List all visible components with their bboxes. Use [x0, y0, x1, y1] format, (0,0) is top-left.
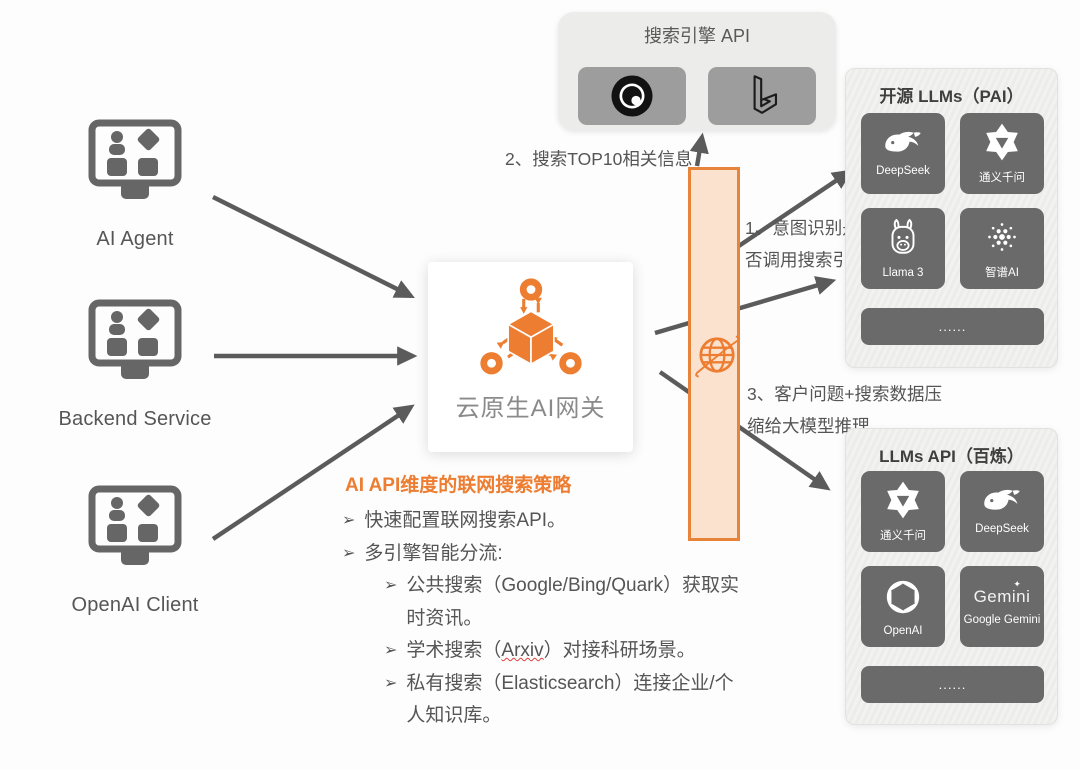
client-label: OpenAI Client	[71, 594, 199, 616]
strategy-list: ➢ 快速配置联网搜索API。 ➢ 多引擎智能分流: ➢ 公共搜索（Google/…	[342, 505, 746, 733]
openai-icon	[886, 580, 920, 614]
strategy-subitem: ➢ 私有搜索（Elasticsearch）连接企业/个人知识库。	[384, 668, 739, 733]
client-backend-service: Backend Service	[55, 298, 215, 431]
arrow-bullet-icon: ➢	[384, 577, 398, 594]
model-tile-llama3: Llama 3	[861, 208, 945, 289]
client-openai-client: OpenAI Client	[55, 484, 215, 617]
zhipu-icon	[988, 223, 1016, 251]
ai-gateway-card: 云原生AI网关	[428, 262, 633, 452]
bing-engine-tile	[708, 67, 816, 125]
arxiv-spellcheck-word: Arxiv	[501, 640, 544, 661]
deepseek-icon	[885, 131, 921, 152]
bing-icon	[753, 75, 778, 114]
monitor-icon	[88, 119, 182, 199]
bailian-panel-title: LLMs API（百炼）	[879, 447, 1024, 466]
quark-engine-tile	[578, 67, 686, 125]
llama-icon	[891, 218, 915, 254]
arrow-bullet-icon: ➢	[384, 674, 398, 692]
qwen-icon	[986, 123, 1018, 161]
deepseek-icon	[984, 489, 1020, 510]
model-tile-qwen: 通义千问	[960, 113, 1044, 194]
strategy-title: AI API维度的联网搜索策略	[345, 475, 572, 496]
strategy-subitem: ➢ 公共搜索（Google/Bing/Quark）获取实时资讯。	[384, 570, 739, 635]
model-tile-deepseek: DeepSeek	[861, 113, 945, 194]
qwen-icon	[887, 481, 919, 519]
strategy-item: ➢ 多引擎智能分流:	[342, 538, 746, 571]
step-2-note: 2、搜索TOP10相关信息	[505, 149, 693, 169]
search-api-title: 搜索引擎 API	[643, 26, 750, 46]
client-label: AI Agent	[96, 228, 174, 250]
monitor-icon	[88, 485, 182, 565]
client-label: Backend Service	[58, 408, 212, 430]
model-tile-zhipu: 智谱AI	[960, 208, 1044, 289]
search-engine-api-box: 搜索引擎 API	[558, 12, 836, 130]
model-tile-openai: OpenAI	[861, 566, 945, 647]
model-tile-qwen: 通义千问	[861, 471, 945, 552]
pai-panel-title: 开源 LLMs（PAI）	[879, 87, 1024, 106]
model-tile-gemini: Gemini ✦ Google Gemini	[960, 566, 1044, 647]
gateway-label: 云原生AI网关	[455, 395, 606, 422]
client-ai-agent: AI Agent	[55, 118, 215, 251]
open-llms-pai-panel: 开源 LLMs（PAI） DeepSeek 通义千问	[845, 68, 1058, 368]
model-tile-deepseek: DeepSeek	[960, 471, 1044, 552]
step-1-note: 1、意图识别是 否调用搜索引擎	[745, 218, 868, 270]
step-3-note: 3、客户问题+搜索数据压 缩给大模型推理	[747, 384, 942, 436]
more-models-tile: ......	[861, 666, 1044, 703]
strategy-subitem: ➢ 学术搜索（Arxiv）对接科研场景。	[384, 635, 739, 668]
gateway-icon	[479, 278, 582, 375]
monitor-icon	[88, 299, 182, 379]
gemini-logo: Gemini ✦	[973, 579, 1031, 606]
arrow-bullet-icon: ➢	[342, 512, 356, 529]
internet-gateway-bar	[688, 167, 740, 541]
llms-api-bailian-panel: LLMs API（百炼） 通义千问 DeepSeek	[845, 428, 1058, 725]
strategy-item: ➢ 快速配置联网搜索API。	[342, 505, 746, 538]
sparkle-icon: ✦	[1013, 579, 1022, 589]
more-models-tile: ......	[861, 308, 1044, 345]
arrow-bullet-icon: ➢	[384, 642, 398, 659]
globe-icon	[695, 335, 740, 378]
quark-icon	[611, 75, 653, 117]
arrow-bullet-icon: ➢	[342, 544, 356, 562]
